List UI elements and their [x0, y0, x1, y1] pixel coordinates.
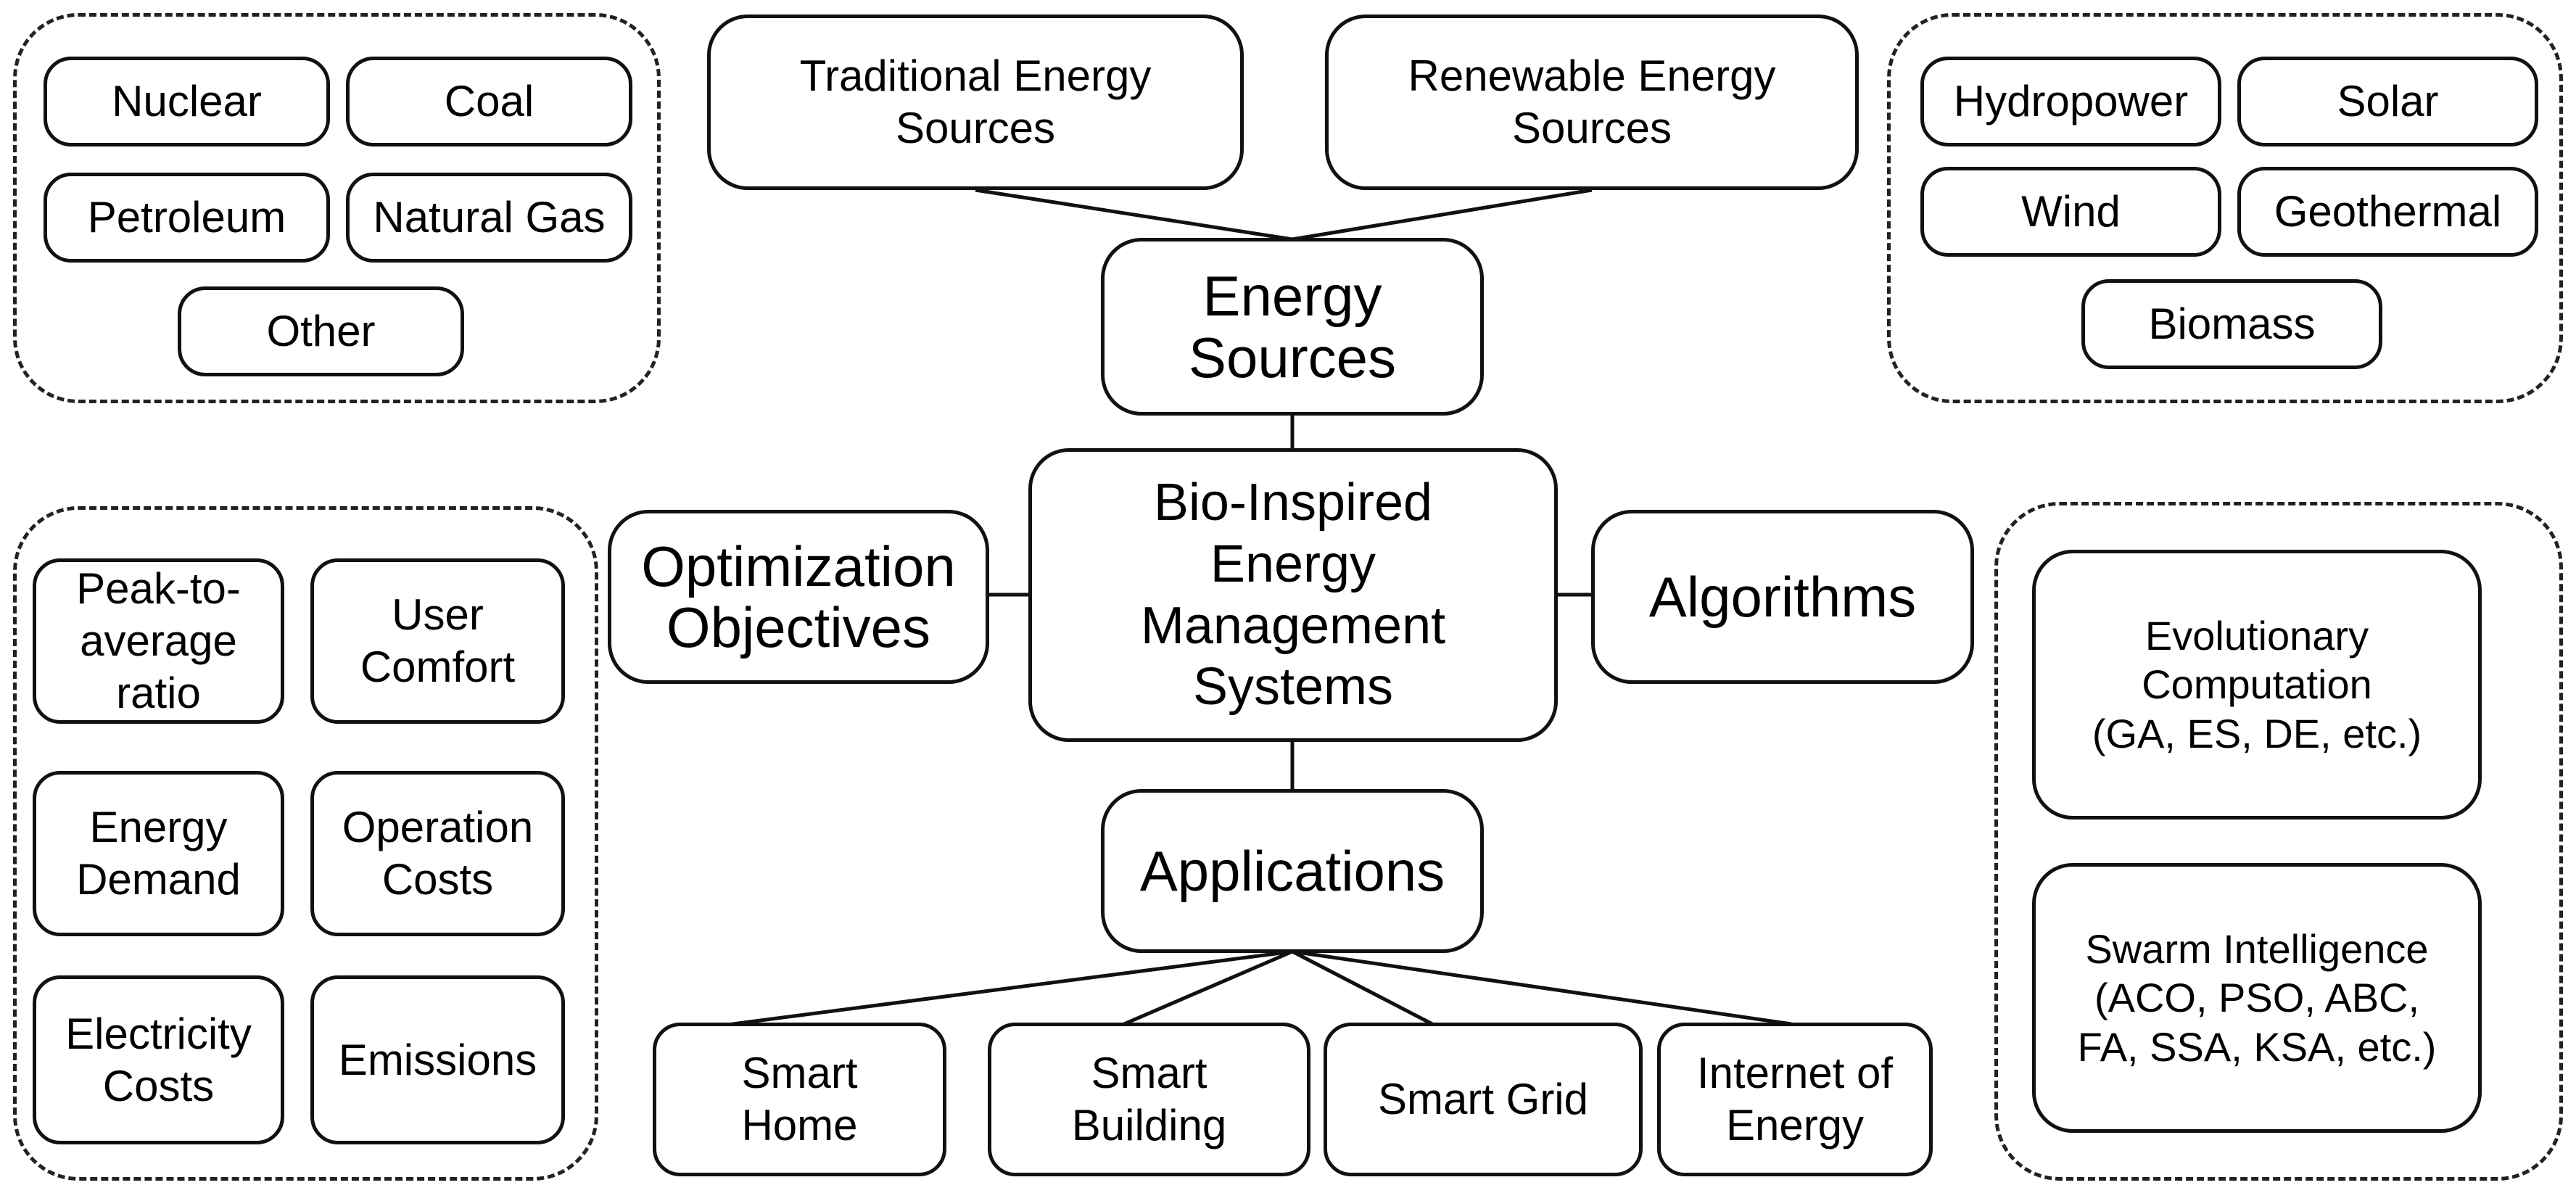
- optimization-objectives-box[interactable]: Optimization Objectives: [608, 510, 989, 684]
- algorithms-group: [1994, 502, 2563, 1181]
- user-comfort-label: User Comfort: [360, 590, 516, 691]
- renewable-energy-sources-box[interactable]: Renewable Energy Sources: [1325, 15, 1859, 190]
- natural-gas-box[interactable]: Natural Gas: [346, 173, 632, 263]
- evolutionary-computation-box[interactable]: Evolutionary Computation (GA, ES, DE, et…: [2032, 550, 2482, 820]
- emissions-box[interactable]: Emissions: [310, 975, 565, 1144]
- wind-label: Wind: [2021, 187, 2121, 236]
- traditional-energy-sources-label: Traditional Energy Sources: [799, 51, 1152, 152]
- coal-label: Coal: [444, 77, 534, 125]
- nuclear-box[interactable]: Nuclear: [44, 57, 330, 146]
- bio-inspired-ems-box[interactable]: Bio-Inspired Energy Management Systems: [1028, 448, 1558, 742]
- smart-home-box[interactable]: Smart Home: [653, 1023, 946, 1176]
- hydropower-box[interactable]: Hydropower: [1920, 57, 2221, 146]
- emissions-label: Emissions: [338, 1035, 537, 1084]
- renewable-sources-group: [1887, 13, 2563, 403]
- solar-box[interactable]: Solar: [2237, 57, 2538, 146]
- peak-to-average-ratio-label: Peak-to- average ratio: [76, 564, 241, 717]
- link-app-smart-building: [1123, 949, 1293, 1026]
- other-box[interactable]: Other: [178, 286, 464, 376]
- natural-gas-label: Natural Gas: [373, 193, 606, 242]
- solar-label: Solar: [2337, 77, 2439, 125]
- evolutionary-computation-label: Evolutionary Computation (GA, ES, DE, et…: [2092, 613, 2422, 756]
- other-label: Other: [266, 307, 376, 355]
- algorithms-label: Algorithms: [1648, 564, 1917, 629]
- wind-box[interactable]: Wind: [1920, 167, 2221, 257]
- bio-inspired-ems-label: Bio-Inspired Energy Management Systems: [1140, 473, 1446, 717]
- energy-sources-box[interactable]: Energy Sources: [1101, 238, 1484, 416]
- hydropower-label: Hydropower: [1953, 77, 2189, 125]
- internet-of-energy-label: Internet of Energy: [1696, 1049, 1894, 1149]
- objectives-group: [13, 506, 598, 1181]
- link-app-smart-grid: [1291, 949, 1434, 1026]
- biomass-label: Biomass: [2148, 300, 2316, 348]
- geothermal-label: Geothermal: [2274, 187, 2502, 236]
- energy-demand-label: Energy Demand: [76, 803, 241, 904]
- smart-home-label: Smart Home: [741, 1049, 858, 1149]
- nuclear-label: Nuclear: [112, 77, 262, 125]
- coal-box[interactable]: Coal: [346, 57, 632, 146]
- petroleum-box[interactable]: Petroleum: [44, 173, 330, 263]
- peak-to-average-ratio-box[interactable]: Peak-to- average ratio: [33, 558, 284, 724]
- algorithms-box[interactable]: Algorithms: [1591, 510, 1974, 684]
- renewable-energy-sources-label: Renewable Energy Sources: [1408, 51, 1776, 152]
- energy-demand-box[interactable]: Energy Demand: [33, 771, 284, 936]
- traditional-sources-group: [13, 13, 661, 403]
- geothermal-box[interactable]: Geothermal: [2237, 167, 2538, 257]
- optimization-objectives-label: Optimization Objectives: [641, 534, 956, 659]
- biomass-box[interactable]: Biomass: [2081, 279, 2382, 369]
- link-app-smart-home: [732, 949, 1293, 1026]
- user-comfort-box[interactable]: User Comfort: [310, 558, 565, 724]
- smart-grid-label: Smart Grid: [1377, 1075, 1589, 1123]
- electricity-costs-label: Electricity Costs: [65, 1009, 252, 1110]
- internet-of-energy-box[interactable]: Internet of Energy: [1657, 1023, 1933, 1176]
- operation-costs-label: Operation Costs: [342, 803, 534, 904]
- swarm-intelligence-box[interactable]: Swarm Intelligence (ACO, PSO, ABC, FA, S…: [2032, 863, 2482, 1133]
- link-traditional-energy: [975, 188, 1293, 242]
- operation-costs-box[interactable]: Operation Costs: [310, 771, 565, 936]
- electricity-costs-box[interactable]: Electricity Costs: [33, 975, 284, 1144]
- smart-grid-box[interactable]: Smart Grid: [1324, 1023, 1643, 1176]
- link-app-internet-of-energy: [1292, 949, 1792, 1026]
- petroleum-label: Petroleum: [87, 193, 286, 242]
- link-renewable-energy: [1292, 188, 1593, 242]
- traditional-energy-sources-box[interactable]: Traditional Energy Sources: [707, 15, 1244, 190]
- applications-box[interactable]: Applications: [1101, 789, 1484, 953]
- smart-building-box[interactable]: Smart Building: [988, 1023, 1310, 1176]
- smart-building-label: Smart Building: [1071, 1049, 1227, 1149]
- applications-label: Applications: [1139, 838, 1445, 903]
- swarm-intelligence-label: Swarm Intelligence (ACO, PSO, ABC, FA, S…: [2077, 926, 2437, 1070]
- energy-sources-label: Energy Sources: [1188, 264, 1397, 389]
